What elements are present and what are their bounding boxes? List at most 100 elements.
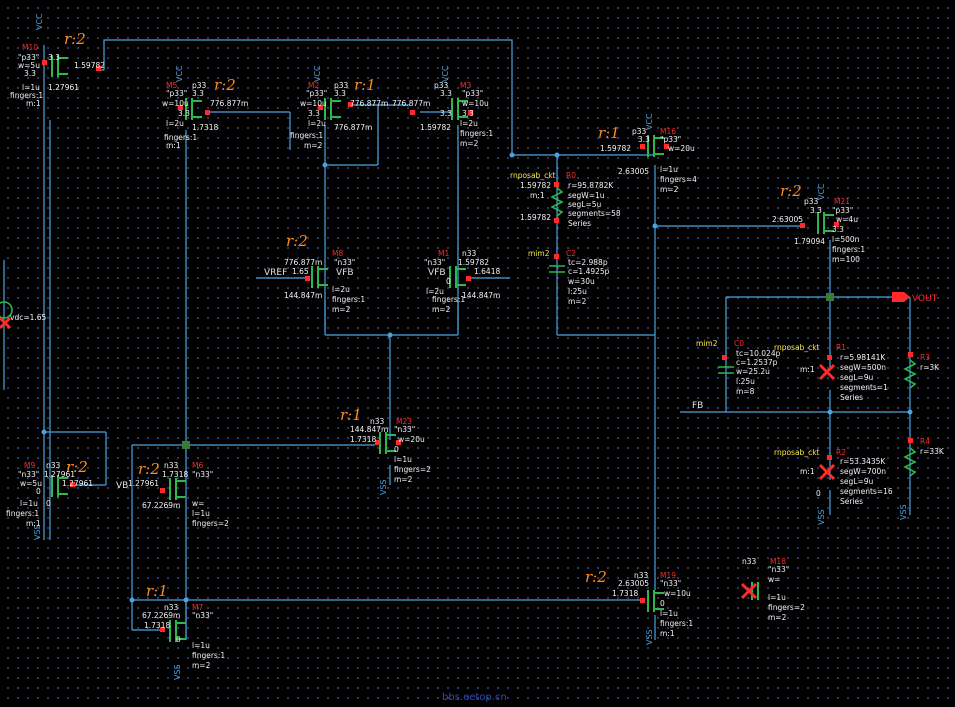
svg-text:M3: M3 [460,81,471,90]
resistor-r2[interactable]: rnposab_ckt R2 r=53.3435K m:1 segW=700n … [774,448,893,506]
resistor-r4[interactable]: R4 r=33K [920,437,945,456]
annotation-m6: r:2 [138,460,160,478]
svg-text:0: 0 [394,445,399,454]
svg-text:n33: n33 [370,417,385,426]
svg-text:144.847m: 144.847m [284,291,322,300]
svg-text:n33: n33 [634,571,649,580]
svg-text:M9: M9 [24,461,35,470]
svg-text:fingers:1: fingers:1 [660,619,693,628]
svg-text:776.877m: 776.877m [284,258,322,267]
ratio-annotations: r:2 r:2 r:1 r:1 r:2 r:2 r:2 r:2 r:1 r:1 … [64,30,802,600]
device-m6[interactable]: n33 M6 1.7318 "n33" 1.27961 67.2269m w= … [128,461,229,528]
svg-text:M10: M10 [22,43,38,52]
svg-text:1.7318: 1.7318 [162,470,188,479]
svg-text:fingers:1: fingers:1 [832,245,865,254]
vref-label: VREF [264,268,287,278]
svg-text:3.3: 3.3 [24,69,36,78]
svg-text:l:25u: l:25u [568,287,587,296]
svg-text:m=2: m=2 [768,613,787,622]
device-m18[interactable]: n33 M18 "n33" w= l=1u fingers=2 m=2 [742,557,805,622]
svg-text:m:1: m:1 [800,365,815,374]
svg-text:1.7318: 1.7318 [192,123,218,132]
device-m2[interactable]: M2 p33 "p33" 3.3 w=10u 776.877m 3.3 776.… [290,81,388,150]
svg-text:0: 0 [36,487,41,496]
svg-text:m=2: m=2 [394,475,413,484]
svg-text:M18: M18 [770,557,786,566]
svg-text:fingers=4: fingers=4 [660,175,697,184]
svg-text:"p33": "p33" [832,206,853,215]
svg-text:fingers:1: fingers:1 [192,651,225,660]
device-m23[interactable]: n33 M23 144.847m "n33" 1.7318 w=20u 0 l=… [350,417,431,484]
device-m19[interactable]: n33 M19 2.63005 "n33" 1.7318 w=10u 0 l=1… [612,571,693,638]
pin-markers [42,60,913,632]
svg-text:rnposab_ckt: rnposab_ckt [774,343,820,352]
device-m9[interactable]: M9 n33 "n33" 1.27961 w=5u 1.27961 0 l=1u… [6,461,93,528]
svg-text:fingers=2: fingers=2 [768,603,805,612]
device-symbols [51,55,834,642]
vout-port[interactable]: VOUT [892,292,938,304]
device-m3[interactable]: p33 M3 3.3 "p33" 776.877m w=10u 3.3 3.3 … [392,81,493,148]
device-m5[interactable]: M5 p33 "p33" w=10u 3.3 776.877m 3.3 l=2u… [162,81,248,150]
svg-text:Series: Series [568,219,591,228]
svg-text:776.877m: 776.877m [210,99,248,108]
svg-text:Series: Series [840,497,863,506]
vcc-label: VCC [313,65,322,82]
device-m1[interactable]: M1 n33 "n33" 1.59782 1.6418 0 l=2u 144.8… [424,249,500,314]
svg-text:3.3: 3.3 [334,89,346,98]
svg-text:w=10u: w=10u [162,99,189,108]
device-m21[interactable]: p33 M21 3.3 "p33" 2.63005 w=4u 3.3 1.790… [772,197,865,264]
capacitor-c0[interactable]: mim2 C0 tc=10.024p c=1.2537p w=25.2u l:2… [696,339,781,396]
svg-text:1.27961: 1.27961 [44,470,75,479]
svg-text:l=1u: l=1u [20,499,38,508]
svg-text:2.63005: 2.63005 [618,579,649,588]
svg-text:m=2: m=2 [568,297,587,306]
svg-text:1.79094: 1.79094 [794,237,825,246]
resistor-r1[interactable]: rnposab_ckt R1 r=5.98141K m:1 segW=500n … [774,343,888,402]
resistor-r0[interactable]: rnposab_ckt R0 1.59782 r=95.8782K m:1 se… [510,171,621,228]
svg-text:l=2u: l=2u [426,287,444,296]
svg-text:1.7318: 1.7318 [144,621,170,630]
svg-text:M16: M16 [660,127,676,136]
svg-text:144.847m: 144.847m [350,425,388,434]
annotation-m8: r:2 [286,232,308,250]
svg-text:0: 0 [660,599,665,608]
svg-text:"p33": "p33" [166,89,187,98]
svg-text:fingers:1: fingers:1 [432,295,465,304]
device-m8[interactable]: M8 776.877m "n33" 1.65 144.847m l=2u fin… [284,249,365,314]
svg-text:fingers:1: fingers:1 [6,509,39,518]
device-m10[interactable]: M10 "p33" w=5u 3.3 l=1u fingers:1 m:1 1.… [10,43,105,108]
svg-text:M19: M19 [660,571,676,580]
svg-text:w=20u: w=20u [668,144,695,153]
svg-text:r=5.98141K: r=5.98141K [840,353,886,362]
svg-text:p33: p33 [192,81,207,90]
svg-text:tc=2.988p: tc=2.988p [568,258,608,267]
svg-text:fingers:1: fingers:1 [164,133,197,142]
capacitor-c2[interactable]: C2 mim2 tc=2.988p c=1.4925p w=30u l:25u … [528,249,610,306]
net-dots [41,152,913,603]
resistor-r3[interactable]: R3 r=3K [920,353,940,372]
device-m16[interactable]: p33 M16 3.3 "p33" 1.59782 w=20u 2.63005 … [600,127,697,194]
source-v5[interactable]: vdc=1.65 [10,313,47,322]
svg-text:M23: M23 [396,417,412,426]
svg-text:w=: w= [768,575,780,584]
svg-text:1.27961: 1.27961 [62,479,93,488]
svg-text:w=10u: w=10u [462,99,489,108]
svg-text:l=1u: l=1u [192,509,210,518]
svg-text:"n33": "n33" [660,579,681,588]
svg-text:p33: p33 [632,127,647,136]
watermark: bbs.eetop.cn [442,692,507,703]
svg-text:w=4u: w=4u [836,215,858,224]
svg-text:0: 0 [446,277,451,286]
svg-text:3.3: 3.3 [48,53,60,62]
annotation-m7: r:1 [146,582,168,600]
svg-text:"n33": "n33" [192,470,213,479]
annotation-m10: r:2 [64,30,86,48]
svg-text:m=2: m=2 [460,139,479,148]
vcc-label: VCC [645,113,654,130]
device-m7[interactable]: n33 M7 67.2269m "n33" 1.7318 0 l=1u fing… [142,603,225,670]
svg-text:R1: R1 [836,343,846,352]
vss-label: VSS [817,509,826,525]
svg-text:n33: n33 [164,603,179,612]
supply-labels: VCC VCC VCC VCC VCC VCC VSS VSS VSS VSS … [33,13,908,680]
